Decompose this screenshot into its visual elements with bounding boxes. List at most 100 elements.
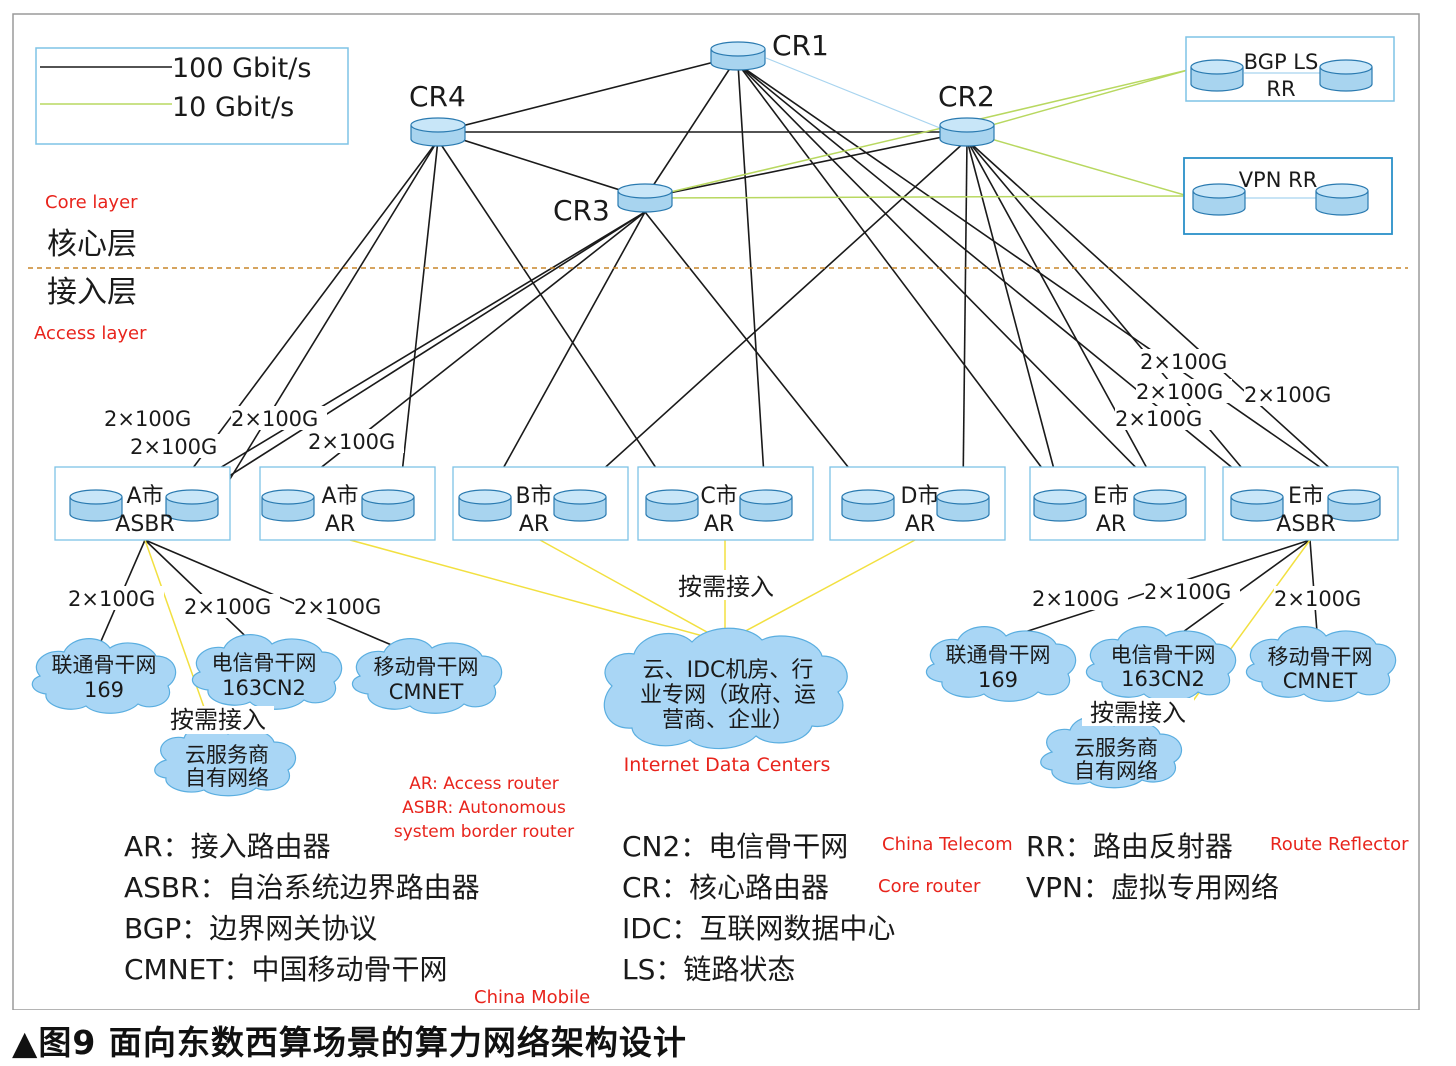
- node-line2: AR: [519, 512, 549, 537]
- cloud-line2: 169: [978, 668, 1018, 692]
- node-line2: ASBR: [1276, 512, 1335, 537]
- network-architecture-diagram: 100 Gbit/s 10 Gbit/s Core layer 核心层 接入层 …: [12, 13, 1420, 1010]
- node-c-ar: C市 AR: [637, 466, 814, 541]
- link-label-b2: 2×100G: [184, 595, 271, 619]
- cloud-line1: 电信骨干网: [1111, 643, 1216, 667]
- glossary-bgp: BGP：边界网关协议: [124, 912, 377, 945]
- cloud-line2: 163CN2: [1121, 667, 1205, 691]
- access-layer-zh: 接入层: [47, 275, 137, 310]
- bgp-ls-rr-box: BGP LS RR: [1185, 36, 1395, 102]
- cloud-right-telecom: 电信骨干网 163CN2: [1085, 626, 1237, 702]
- glossary-asbr: ASBR：自治系统边界路由器: [124, 871, 480, 904]
- idc-label-en: Internet Data Centers: [624, 754, 831, 776]
- legend-label-100g: 100 Gbit/s: [172, 53, 311, 84]
- node-e-ar: E市 AR: [1029, 466, 1206, 541]
- node-b-ar: B市 AR: [452, 466, 629, 541]
- glossary-en-china-mobile: China Mobile: [474, 987, 590, 1008]
- router-icon: [261, 489, 315, 522]
- node-line2: AR: [704, 512, 734, 537]
- node-line1: D市: [901, 484, 940, 509]
- cr2-label: CR2: [938, 80, 995, 113]
- glossary-en-china-telecom: China Telecom: [882, 834, 1013, 855]
- cr1-cr2-link: [765, 57, 941, 129]
- router-icon: [1230, 489, 1284, 522]
- cloud-line2: CMNET: [1283, 669, 1358, 693]
- on-demand-label-right: 按需接入: [1090, 699, 1186, 727]
- link-labels-lower: 2×100G 2×100G 2×100G 2×100G 2×100G 2×100…: [68, 579, 1370, 619]
- cr4-router-icon: [410, 117, 466, 147]
- router-icon: [553, 489, 607, 522]
- figure-caption: ▲图9 面向东数西算场景的算力网络架构设计: [12, 1023, 687, 1062]
- node-line2: AR: [905, 512, 935, 537]
- router-icon: [1033, 489, 1087, 522]
- glossary-ls: LS：链路状态: [622, 953, 795, 986]
- link-label-b3: 2×100G: [294, 595, 381, 619]
- cr1-label: CR1: [772, 29, 829, 62]
- router-icon: [458, 489, 512, 522]
- node-line2: AR: [1096, 512, 1126, 537]
- cr1-router-icon: [710, 41, 766, 71]
- core-layer-zh: 核心层: [47, 227, 137, 262]
- link-label-3: 2×100G: [130, 435, 217, 459]
- legend: 100 Gbit/s 10 Gbit/s: [35, 47, 349, 145]
- cloud-left-telecom: 电信骨干网 163CN2: [191, 634, 343, 710]
- node-line1: E市: [1093, 484, 1129, 509]
- glossary-cmnet: CMNET：中国移动骨干网: [124, 953, 447, 986]
- router-icon: [1133, 489, 1187, 522]
- glossary: AR：接入路由器 ASBR：自治系统边界路由器 BGP：边界网关协议 CMNET…: [124, 830, 1279, 986]
- node-line2: ASBR: [115, 512, 174, 537]
- on-demand-label-left: 按需接入: [170, 706, 266, 734]
- link-label-5: 2×100G: [1140, 350, 1227, 374]
- cloud-line2: 业专网（政府、运: [640, 683, 816, 708]
- bgp-rr-label-line2: RR: [1266, 77, 1295, 101]
- cloud-line1: 云、IDC机房、行: [643, 658, 814, 683]
- router-icon: [1327, 489, 1381, 522]
- link-label-7: 2×100G: [1244, 383, 1331, 407]
- cloud-line1: 云服务商: [185, 743, 269, 767]
- legend-label-10g: 10 Gbit/s: [172, 92, 294, 123]
- cloud-line1: 电信骨干网: [212, 651, 317, 675]
- cloud-line2: 169: [84, 678, 124, 702]
- abbr-asbr-en-2: system border router: [394, 822, 574, 842]
- cloud-left-csp: 云服务商 自有网络: [154, 724, 297, 797]
- access-layer-en: Access layer: [34, 323, 147, 344]
- cr2-router-icon: [939, 117, 995, 147]
- link-label-8: 2×100G: [1115, 407, 1202, 431]
- cloud-right-unicom: 联通骨干网 169: [925, 626, 1077, 702]
- glossary-vpn: VPN：虚拟专用网络: [1026, 871, 1279, 904]
- cloud-line1: 联通骨干网: [946, 643, 1051, 667]
- router-icon: [841, 489, 895, 522]
- cloud-line2: 自有网络: [185, 766, 269, 790]
- glossary-en-route-reflector: Route Reflector: [1270, 834, 1409, 855]
- link-label-b6: 2×100G: [1274, 587, 1361, 611]
- cr3-router-icon: [617, 183, 673, 213]
- node-e-asbr: E市 ASBR: [1222, 466, 1399, 541]
- router-icon: [739, 489, 793, 522]
- glossary-en-core-router: Core router: [878, 876, 981, 897]
- router-icon: [645, 489, 699, 522]
- clouds: 联通骨干网 169 电信骨干网 163CN2 移动骨干网 CMNET 云服务商 …: [31, 626, 1397, 797]
- cloud-line1: 联通骨干网: [52, 653, 157, 677]
- bgp-rr-router-icon-right: [1319, 59, 1373, 92]
- cloud-line1: 云服务商: [1074, 736, 1158, 760]
- cloud-line2: 自有网络: [1074, 759, 1158, 783]
- abbr-asbr-en-1: ASBR: Autonomous: [402, 798, 566, 818]
- glossary-cn2: CN2：电信骨干网: [622, 830, 848, 863]
- node-line1: B市: [515, 484, 552, 509]
- link-label-b1: 2×100G: [68, 587, 155, 611]
- on-demand-label-center: 按需接入: [678, 573, 774, 601]
- link-label-1: 2×100G: [104, 407, 191, 431]
- router-icon: [936, 489, 990, 522]
- node-line1: C市: [700, 484, 737, 509]
- router-icon: [69, 489, 123, 522]
- cloud-idc: 云、IDC机房、行 业专网（政府、运 营商、企业）: [603, 627, 848, 750]
- links-100g: [94, 55, 1357, 656]
- node-line2: AR: [325, 512, 355, 537]
- link-label-b4: 2×100G: [1032, 587, 1119, 611]
- link-label-2: 2×100G: [231, 407, 318, 431]
- abbr-ar-en: AR: Access router: [409, 774, 559, 794]
- vpn-rr-box: VPN RR: [1183, 157, 1393, 235]
- cloud-line1: 移动骨干网: [1268, 645, 1373, 669]
- cr3-label: CR3: [553, 194, 610, 227]
- legend-box: [35, 47, 349, 145]
